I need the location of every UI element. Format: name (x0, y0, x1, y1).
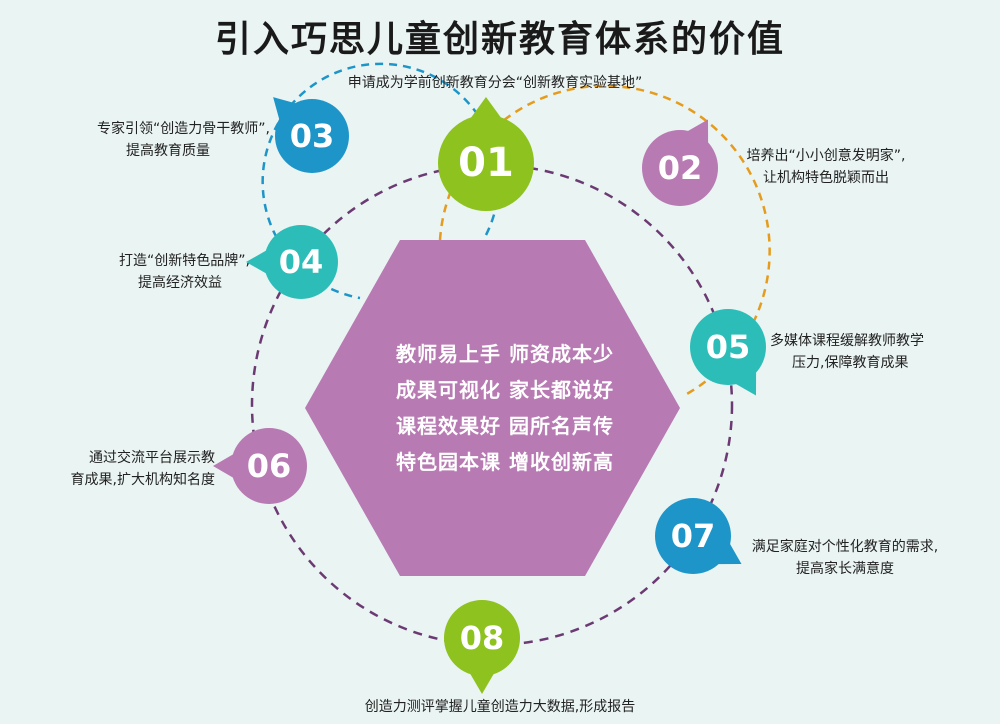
node-circle (231, 428, 307, 504)
caption-08: 创造力测评掌握儿童创造力大数据,形成报告 (364, 699, 636, 715)
node-05: 05 (690, 309, 766, 396)
node-07: 07 (655, 498, 742, 574)
node-circle (642, 130, 718, 206)
node-circle (690, 309, 766, 385)
caption-01: 申请成为学前创新教育分会“创新教育实验基地” (347, 75, 643, 91)
node-number: 02 (658, 149, 703, 187)
center-hexagon (305, 240, 680, 576)
node-number: 01 (458, 140, 514, 186)
caption-03: 专家引领“创造力骨干教师”, 提高教育质量 (97, 121, 270, 159)
center-line: 特色园本课 增收创新高 (396, 450, 614, 474)
node-number: 04 (279, 243, 324, 281)
node-number: 05 (706, 328, 751, 366)
caption-05: 多媒体课程缓解教师教学 压力,保障教育成果 (770, 333, 924, 371)
center-text: 教师易上手 师资成本少 成果可视化 家长都说好 课程效果好 园所名声传 特色园本… (350, 336, 660, 480)
node-02: 02 (642, 119, 718, 206)
center-line: 教师易上手 师资成本少 (396, 342, 614, 366)
caption-02: 培养出“小小创意发明家”, 让机构特色脱颖而出 (746, 148, 906, 186)
page-title: 引入巧思儿童创新教育体系的价值 (214, 19, 785, 60)
node-circle (655, 498, 731, 574)
node-number: 08 (460, 619, 505, 657)
node-circle (438, 115, 534, 211)
node-number: 03 (290, 117, 335, 155)
node-number: 06 (247, 447, 292, 485)
node-04: 04 (246, 225, 338, 299)
node-08: 08 (444, 600, 520, 694)
caption-04: 打造“创新特色品牌”, 提高经济效益 (119, 253, 250, 291)
node-06: 06 (213, 428, 307, 504)
orange-arc (438, 84, 771, 397)
node-circle (444, 600, 520, 676)
node-01: 01 (438, 97, 534, 211)
node-circle (275, 99, 349, 173)
center-line: 成果可视化 家长都说好 (396, 378, 614, 402)
node-number: 07 (671, 517, 716, 555)
node-03: 03 (273, 97, 349, 173)
node-circle (264, 225, 338, 299)
caption-07: 满足家庭对个性化教育的需求, 提高家长满意度 (751, 539, 939, 577)
caption-06: 通过交流平台展示教 育成果,扩大机构知名度 (70, 450, 215, 488)
center-line: 课程效果好 园所名声传 (396, 414, 614, 438)
